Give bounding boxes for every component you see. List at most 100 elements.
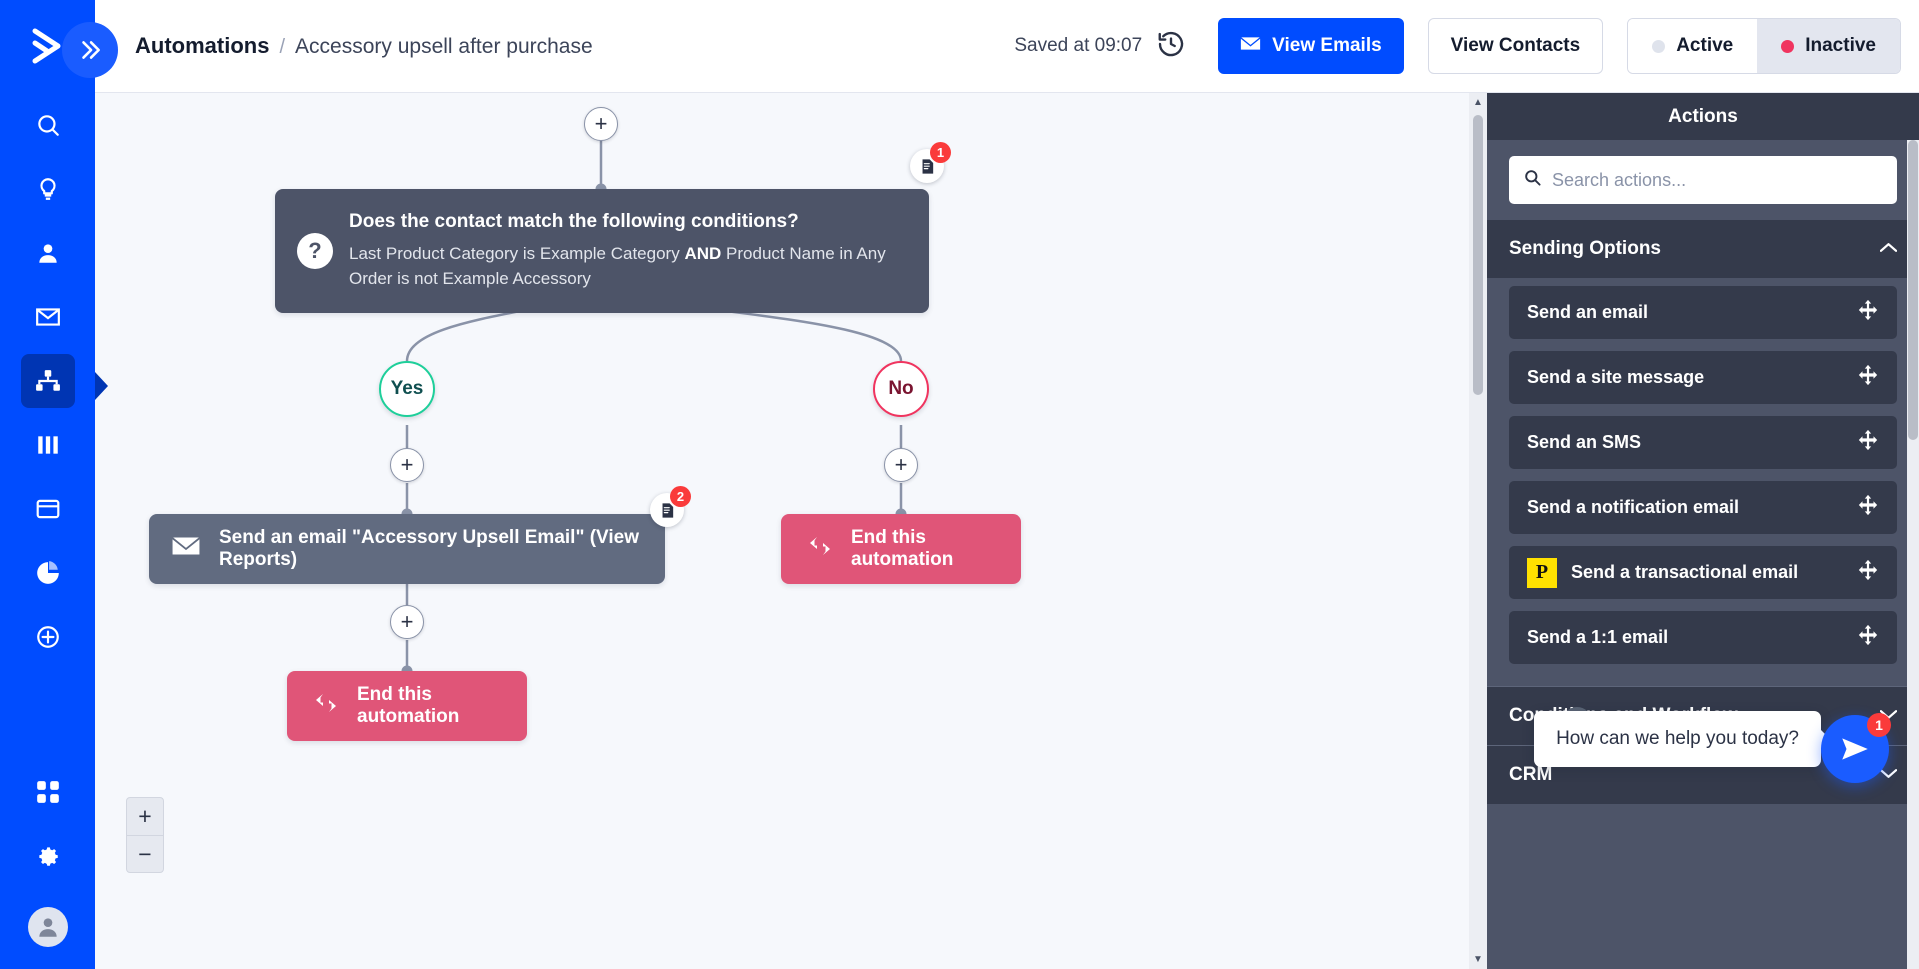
plus-icon: +: [400, 452, 414, 477]
breadcrumb-root[interactable]: Automations: [135, 33, 270, 58]
condition-node[interactable]: ? Does the contact match the following c…: [275, 189, 929, 314]
postmark-p-icon: P: [1527, 557, 1557, 588]
avatar[interactable]: [27, 907, 68, 947]
view-contacts-button[interactable]: View Contacts: [1427, 18, 1604, 74]
view-emails-button[interactable]: View Emails: [1218, 18, 1404, 74]
actions-panel-scroll-thumb[interactable]: [1908, 140, 1918, 440]
branch-no-label: No: [888, 378, 914, 399]
add-step-button-after-email[interactable]: +: [390, 605, 424, 639]
left-nav-rail: [0, 0, 95, 969]
rail-item-list: [20, 98, 75, 674]
breadcrumb-current[interactable]: Accessory upsell after purchase: [295, 35, 593, 58]
sidebar-item-conversions[interactable]: [21, 610, 75, 664]
end-automation-node-no[interactable]: End this automation: [781, 514, 1021, 584]
condition-operator: AND: [684, 244, 722, 263]
breadcrumb: Automations / Accessory upsell after pur…: [135, 33, 593, 59]
activecampaign-logo-icon[interactable]: [20, 18, 76, 74]
collapse-nav-button[interactable]: [62, 22, 118, 78]
actions-panel: Actions Sending Options: [1487, 93, 1919, 969]
email-report-badge[interactable]: 2: [650, 486, 691, 527]
action-label: Send an SMS: [1527, 432, 1642, 452]
move-arrows-icon[interactable]: [1857, 429, 1879, 456]
end-automation-no-label: End this automation: [851, 527, 954, 570]
history-clock-icon[interactable]: [1156, 29, 1186, 64]
status-active-option[interactable]: Active: [1628, 19, 1758, 73]
canvas-scroll-thumb[interactable]: [1473, 115, 1483, 395]
action-item-send-an-email[interactable]: Send an email: [1509, 286, 1897, 339]
sidebar-item-pages[interactable]: [21, 482, 75, 536]
move-arrows-icon[interactable]: [1857, 559, 1879, 586]
zoom-in-button[interactable]: +: [126, 797, 164, 835]
status-dot-active: [1652, 39, 1666, 53]
action-label: Send a transactional email: [1571, 562, 1799, 582]
action-item-send-a-transactional-email[interactable]: P Send a transactional email: [1509, 546, 1897, 599]
zoom-out-label: −: [138, 840, 152, 867]
actions-search-box[interactable]: [1509, 156, 1897, 204]
report-document-icon: [922, 158, 933, 174]
chevron-down-icon: [1879, 766, 1898, 784]
canvas-scrollbar[interactable]: ▲ ▼: [1469, 93, 1487, 969]
sidebar-item-settings[interactable]: [21, 829, 75, 883]
sidebar-item-deals[interactable]: [21, 162, 75, 216]
status-inactive-option[interactable]: Inactive: [1757, 19, 1900, 73]
branch-yes-label: Yes: [390, 378, 424, 399]
actions-search-wrap: [1487, 140, 1919, 220]
group-label-crm: CRM: [1509, 764, 1553, 785]
branch-no[interactable]: No: [873, 361, 929, 417]
action-item-send-an-sms[interactable]: Send an SMS: [1509, 416, 1897, 469]
end-automation-node-yes[interactable]: End this automation: [287, 671, 527, 741]
add-step-button-no[interactable]: +: [884, 448, 918, 482]
triangle-down-icon[interactable]: ▼: [1473, 954, 1483, 965]
send-email-node[interactable]: Send an email "Accessory Upsell Email" (…: [149, 514, 665, 584]
search-input[interactable]: [1552, 169, 1883, 191]
envelope-icon: [1240, 35, 1261, 58]
sidebar-item-lists[interactable]: [21, 418, 75, 472]
breadcrumb-separator: /: [279, 36, 286, 58]
action-label: Send a 1:1 email: [1527, 627, 1669, 647]
canvas-edge-tab[interactable]: [95, 372, 108, 400]
zoom-out-button[interactable]: −: [126, 835, 164, 873]
chat-launcher-button[interactable]: 1: [1821, 713, 1891, 783]
move-arrows-icon[interactable]: [1857, 624, 1879, 651]
chat-greeting-bubble[interactable]: How can we help you today?: [1534, 711, 1830, 767]
end-automation-yes-label: End this automation: [357, 684, 460, 727]
email-report-count: 2: [670, 486, 691, 507]
end-automation-icon: [807, 536, 833, 562]
action-item-send-a-1-1-email[interactable]: Send a 1:1 email: [1509, 611, 1897, 664]
end-automation-icon: [313, 693, 339, 719]
saved-text: Saved at 09:07: [1014, 35, 1143, 56]
add-step-button-yes[interactable]: +: [390, 448, 424, 482]
condition-report-badge[interactable]: 1: [910, 142, 951, 183]
sidebar-item-reports[interactable]: [21, 546, 75, 600]
action-label: Send an email: [1527, 302, 1649, 322]
automation-canvas[interactable]: + ? Does the contact match the following…: [95, 93, 1487, 969]
action-item-send-a-site-message[interactable]: Send a site message: [1509, 351, 1897, 404]
action-item-send-a-notification-email[interactable]: Send a notification email: [1509, 481, 1897, 534]
actions-panel-scrollbar[interactable]: [1907, 140, 1919, 969]
zoom-in-label: +: [138, 803, 152, 829]
envelope-icon: [171, 535, 201, 563]
sidebar-item-search[interactable]: [21, 98, 75, 152]
group-header-sending-options[interactable]: Sending Options: [1487, 220, 1919, 278]
main-area: Automations / Accessory upsell after pur…: [95, 0, 1919, 969]
sidebar-item-apps[interactable]: [21, 765, 75, 819]
page-header: Automations / Accessory upsell after pur…: [95, 0, 1919, 93]
status-toggle: Active Inactive: [1627, 18, 1901, 74]
add-step-button-top[interactable]: +: [584, 107, 618, 141]
chevron-up-icon: [1879, 240, 1898, 258]
flow-graph: + ? Does the contact match the following…: [95, 93, 1300, 969]
triangle-up-icon[interactable]: ▲: [1473, 97, 1483, 108]
view-contacts-label: View Contacts: [1450, 35, 1581, 56]
view-emails-label: View Emails: [1272, 35, 1382, 56]
sidebar-item-automations[interactable]: [20, 354, 75, 408]
sidebar-item-campaigns[interactable]: [21, 290, 75, 344]
condition-description: Last Product Category is Example Categor…: [349, 242, 903, 291]
move-arrows-icon[interactable]: [1857, 299, 1879, 326]
plus-icon: +: [894, 452, 908, 477]
sidebar-item-contacts[interactable]: [21, 226, 75, 280]
plus-icon: +: [594, 111, 608, 136]
move-arrows-icon[interactable]: [1857, 494, 1879, 521]
branch-yes[interactable]: Yes: [379, 361, 435, 417]
move-arrows-icon[interactable]: [1857, 364, 1879, 391]
